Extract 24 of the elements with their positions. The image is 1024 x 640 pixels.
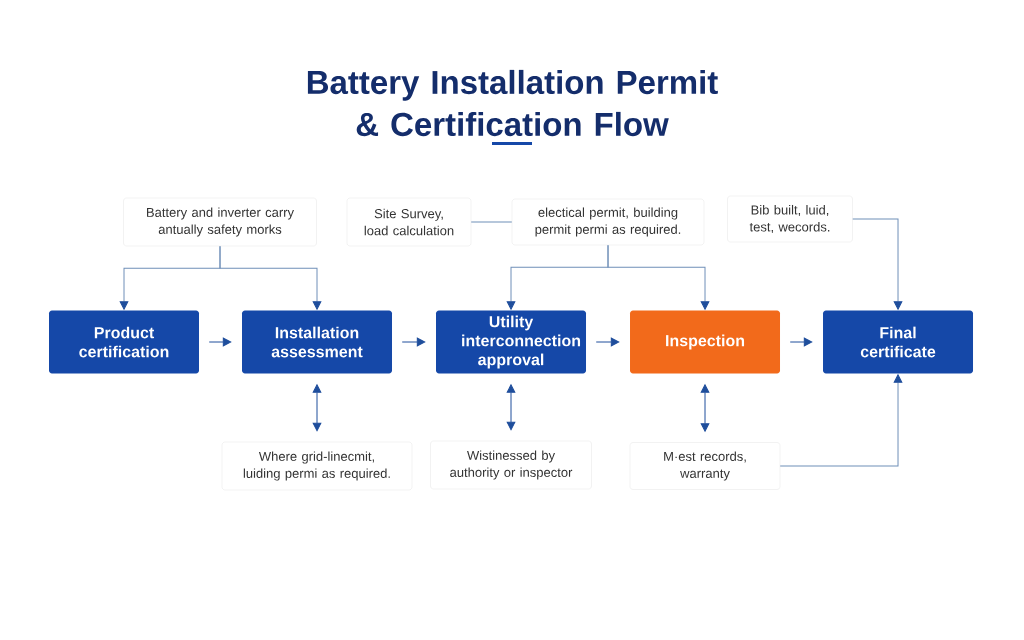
note-box: Where grid-linecmit, luiding permi as required. bbox=[221, 441, 413, 491]
arrow bbox=[219, 245, 322, 310]
process-box: Installation assessment bbox=[242, 310, 392, 374]
arrow bbox=[595, 337, 620, 347]
arrow bbox=[852, 218, 903, 310]
note-box: M·est records, warranty bbox=[629, 442, 781, 490]
arrow bbox=[312, 384, 322, 432]
process-box: Inspection bbox=[630, 310, 780, 374]
note-box: Bib built, luid, test, wecords. bbox=[727, 195, 853, 243]
process-box: Product certification bbox=[49, 310, 199, 374]
process-box: Utility interconnection approval bbox=[436, 310, 586, 374]
arrow bbox=[607, 244, 710, 310]
arrow bbox=[779, 374, 903, 467]
note-box: Site Survey, load calculation bbox=[346, 197, 472, 247]
arrow bbox=[700, 384, 710, 432]
process-box: Final certificate bbox=[823, 310, 973, 374]
arrow bbox=[208, 337, 232, 347]
arrow bbox=[789, 337, 813, 347]
note-box: electical permit, building permit permi as required. bbox=[511, 198, 705, 246]
arrow bbox=[401, 337, 426, 347]
note-box: Wistinessed by authority or inspector bbox=[430, 440, 592, 490]
note-box: Battery and inverter carry antually safety morks bbox=[123, 197, 317, 247]
arrow bbox=[506, 384, 516, 431]
title: Battery Installation Permit & Certification Flow bbox=[307, 69, 718, 137]
